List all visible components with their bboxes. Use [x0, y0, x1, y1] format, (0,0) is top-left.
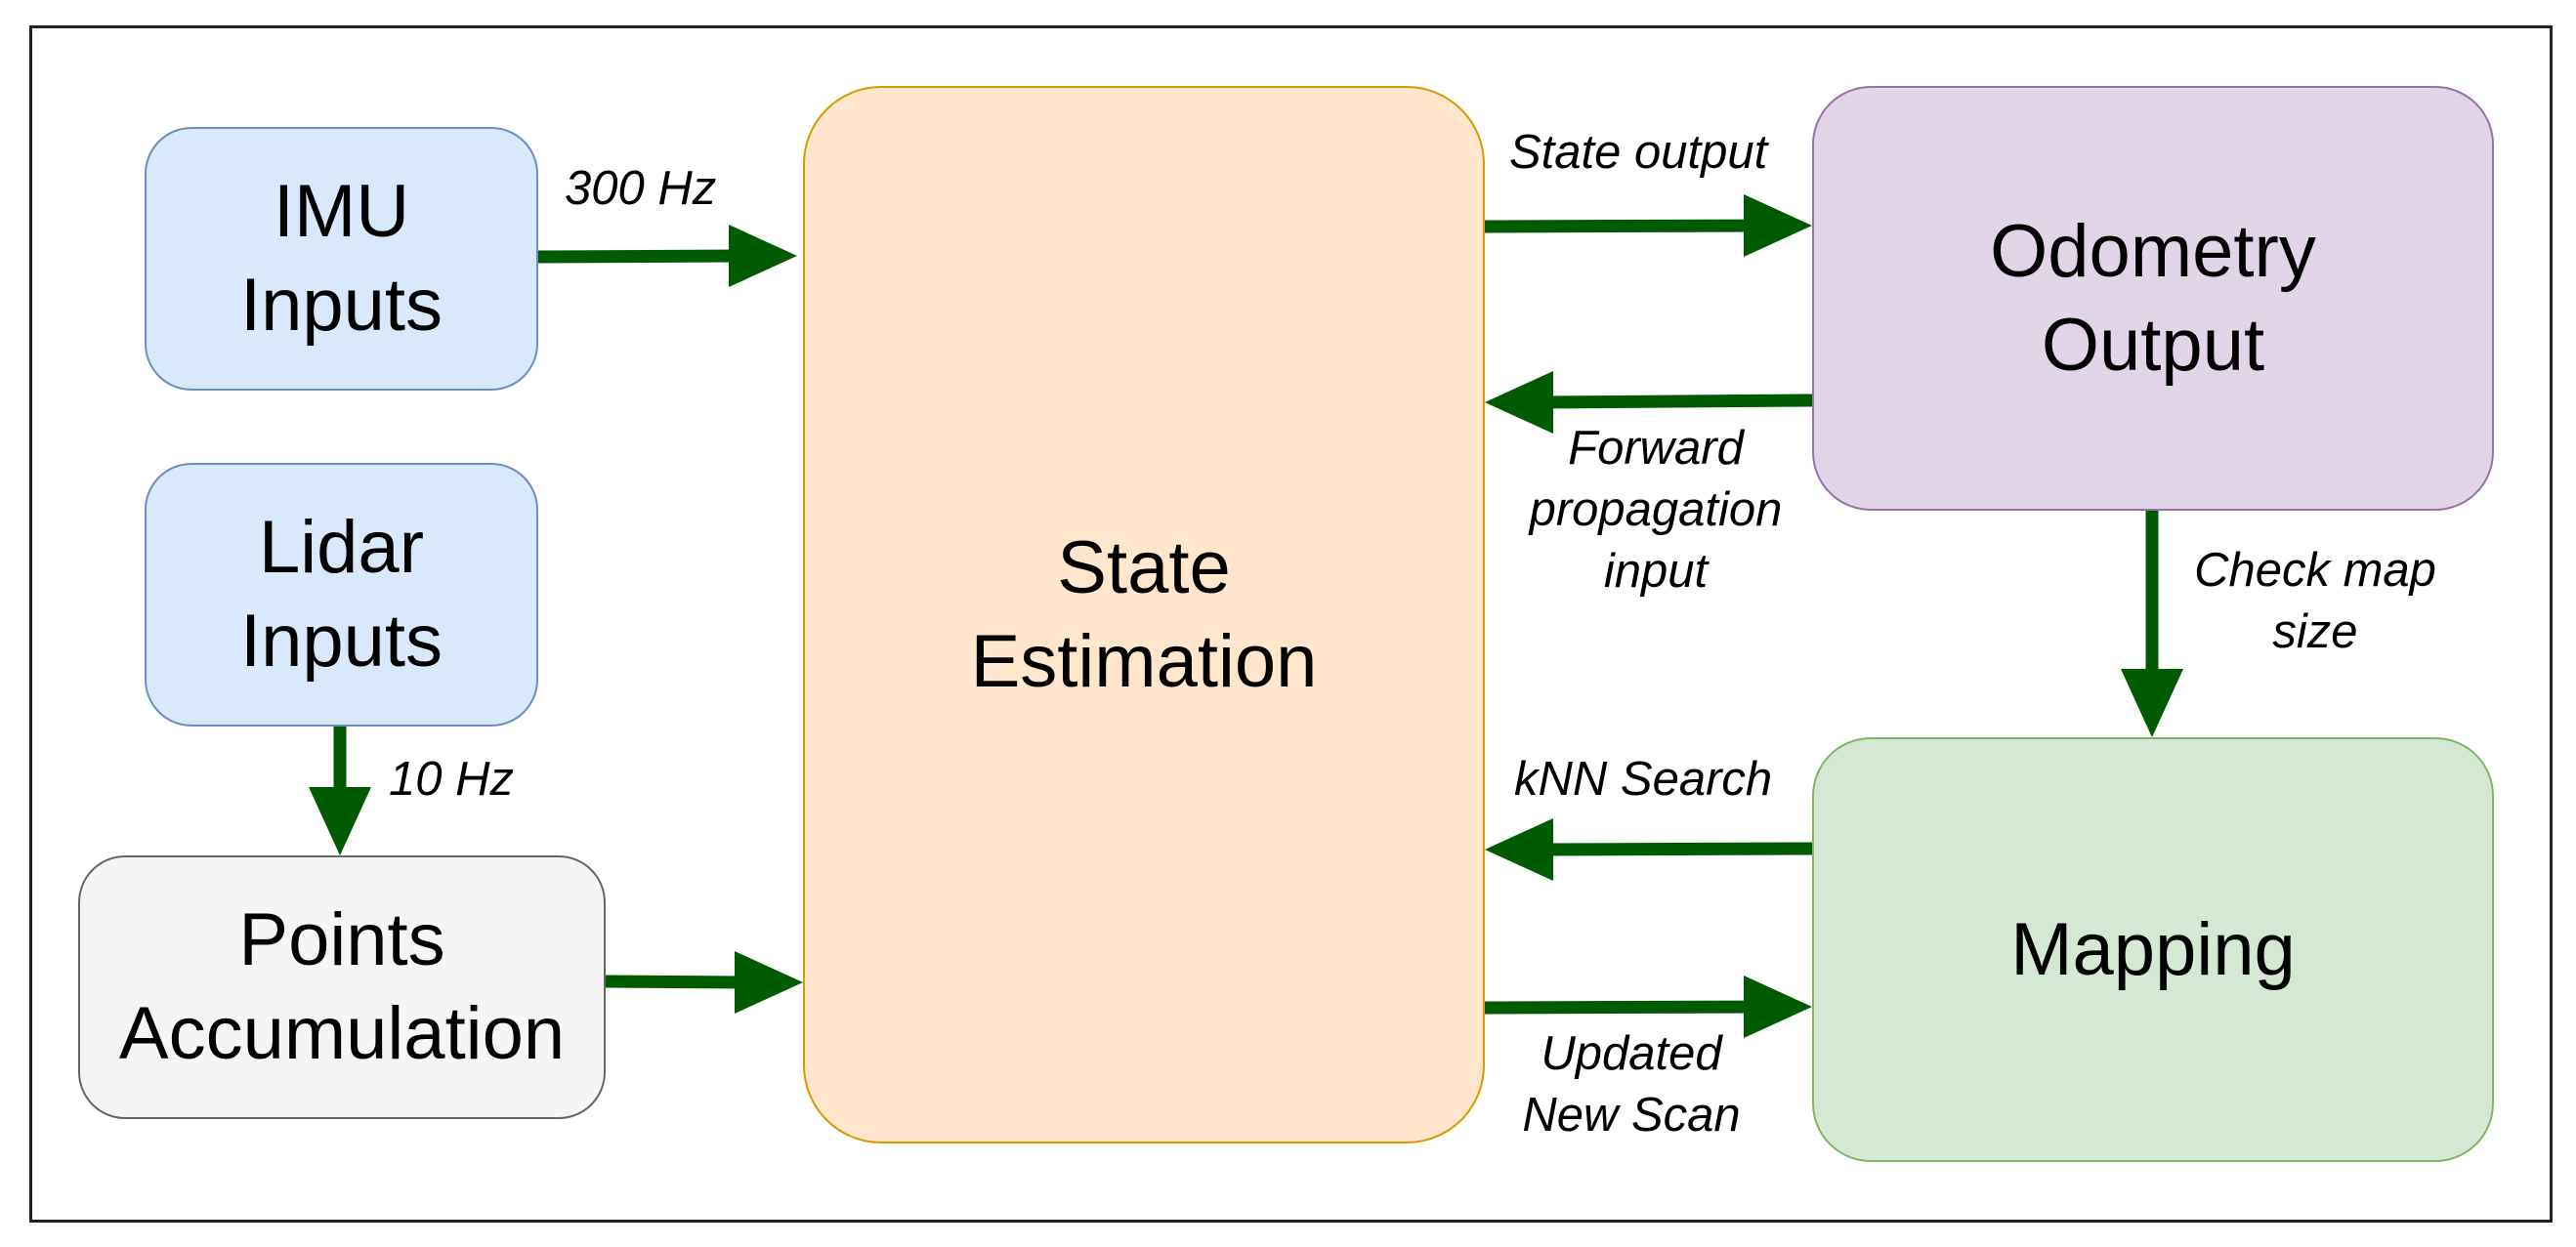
label-check-map-size-line1: Check map: [2194, 544, 2436, 597]
points-accumulation-line1: Points: [238, 898, 445, 981]
imu-inputs-node: IMU Inputs: [145, 127, 538, 391]
odometry-output-node: Odometry Output: [1812, 86, 2494, 511]
label-state-output: State output: [1509, 122, 1767, 184]
label-forward-propagation-line1: Forward: [1568, 422, 1744, 475]
label-updated-new-scan-line2: New Scan: [1522, 1089, 1741, 1142]
label-state-output-text: State output: [1509, 126, 1768, 179]
label-forward-propagation-line3: input: [1603, 545, 1709, 598]
odometry-output-line1: Odometry: [1990, 209, 2316, 293]
label-imu-rate-text: 300 Hz: [565, 162, 717, 215]
state-estimation-node: State Estimation: [803, 86, 1485, 1143]
diagram-frame: [29, 25, 2553, 1223]
mapping-node: Mapping: [1812, 737, 2494, 1162]
label-knn-search: kNN Search: [1514, 749, 1772, 811]
label-imu-rate: 300 Hz: [565, 158, 716, 220]
lidar-inputs-node: Lidar Inputs: [145, 463, 538, 727]
label-check-map-size-line2: size: [2272, 605, 2358, 658]
imu-inputs-line1: IMU: [273, 170, 410, 253]
label-updated-new-scan: Updated New Scan: [1495, 1023, 1768, 1146]
imu-inputs-line2: Inputs: [239, 264, 443, 347]
mapping-line1: Mapping: [2010, 907, 2296, 991]
state-estimation-line2: Estimation: [970, 619, 1318, 703]
label-knn-search-text: kNN Search: [1514, 753, 1773, 806]
label-lidar-rate: 10 Hz: [389, 749, 514, 811]
lidar-inputs-line1: Lidar: [259, 506, 424, 589]
odometry-output-line2: Output: [2041, 303, 2265, 387]
label-check-map-size: Check map size: [2178, 540, 2452, 663]
lidar-inputs-line2: Inputs: [239, 600, 443, 683]
points-accumulation-line2: Accumulation: [118, 992, 566, 1075]
label-forward-propagation: Forward propagation input: [1504, 418, 1807, 603]
label-updated-new-scan-line1: Updated: [1541, 1027, 1722, 1080]
label-lidar-rate-text: 10 Hz: [389, 753, 515, 806]
points-accumulation-node: Points Accumulation: [78, 855, 606, 1119]
state-estimation-line1: State: [1057, 525, 1231, 609]
label-forward-propagation-line2: propagation: [1529, 483, 1783, 536]
